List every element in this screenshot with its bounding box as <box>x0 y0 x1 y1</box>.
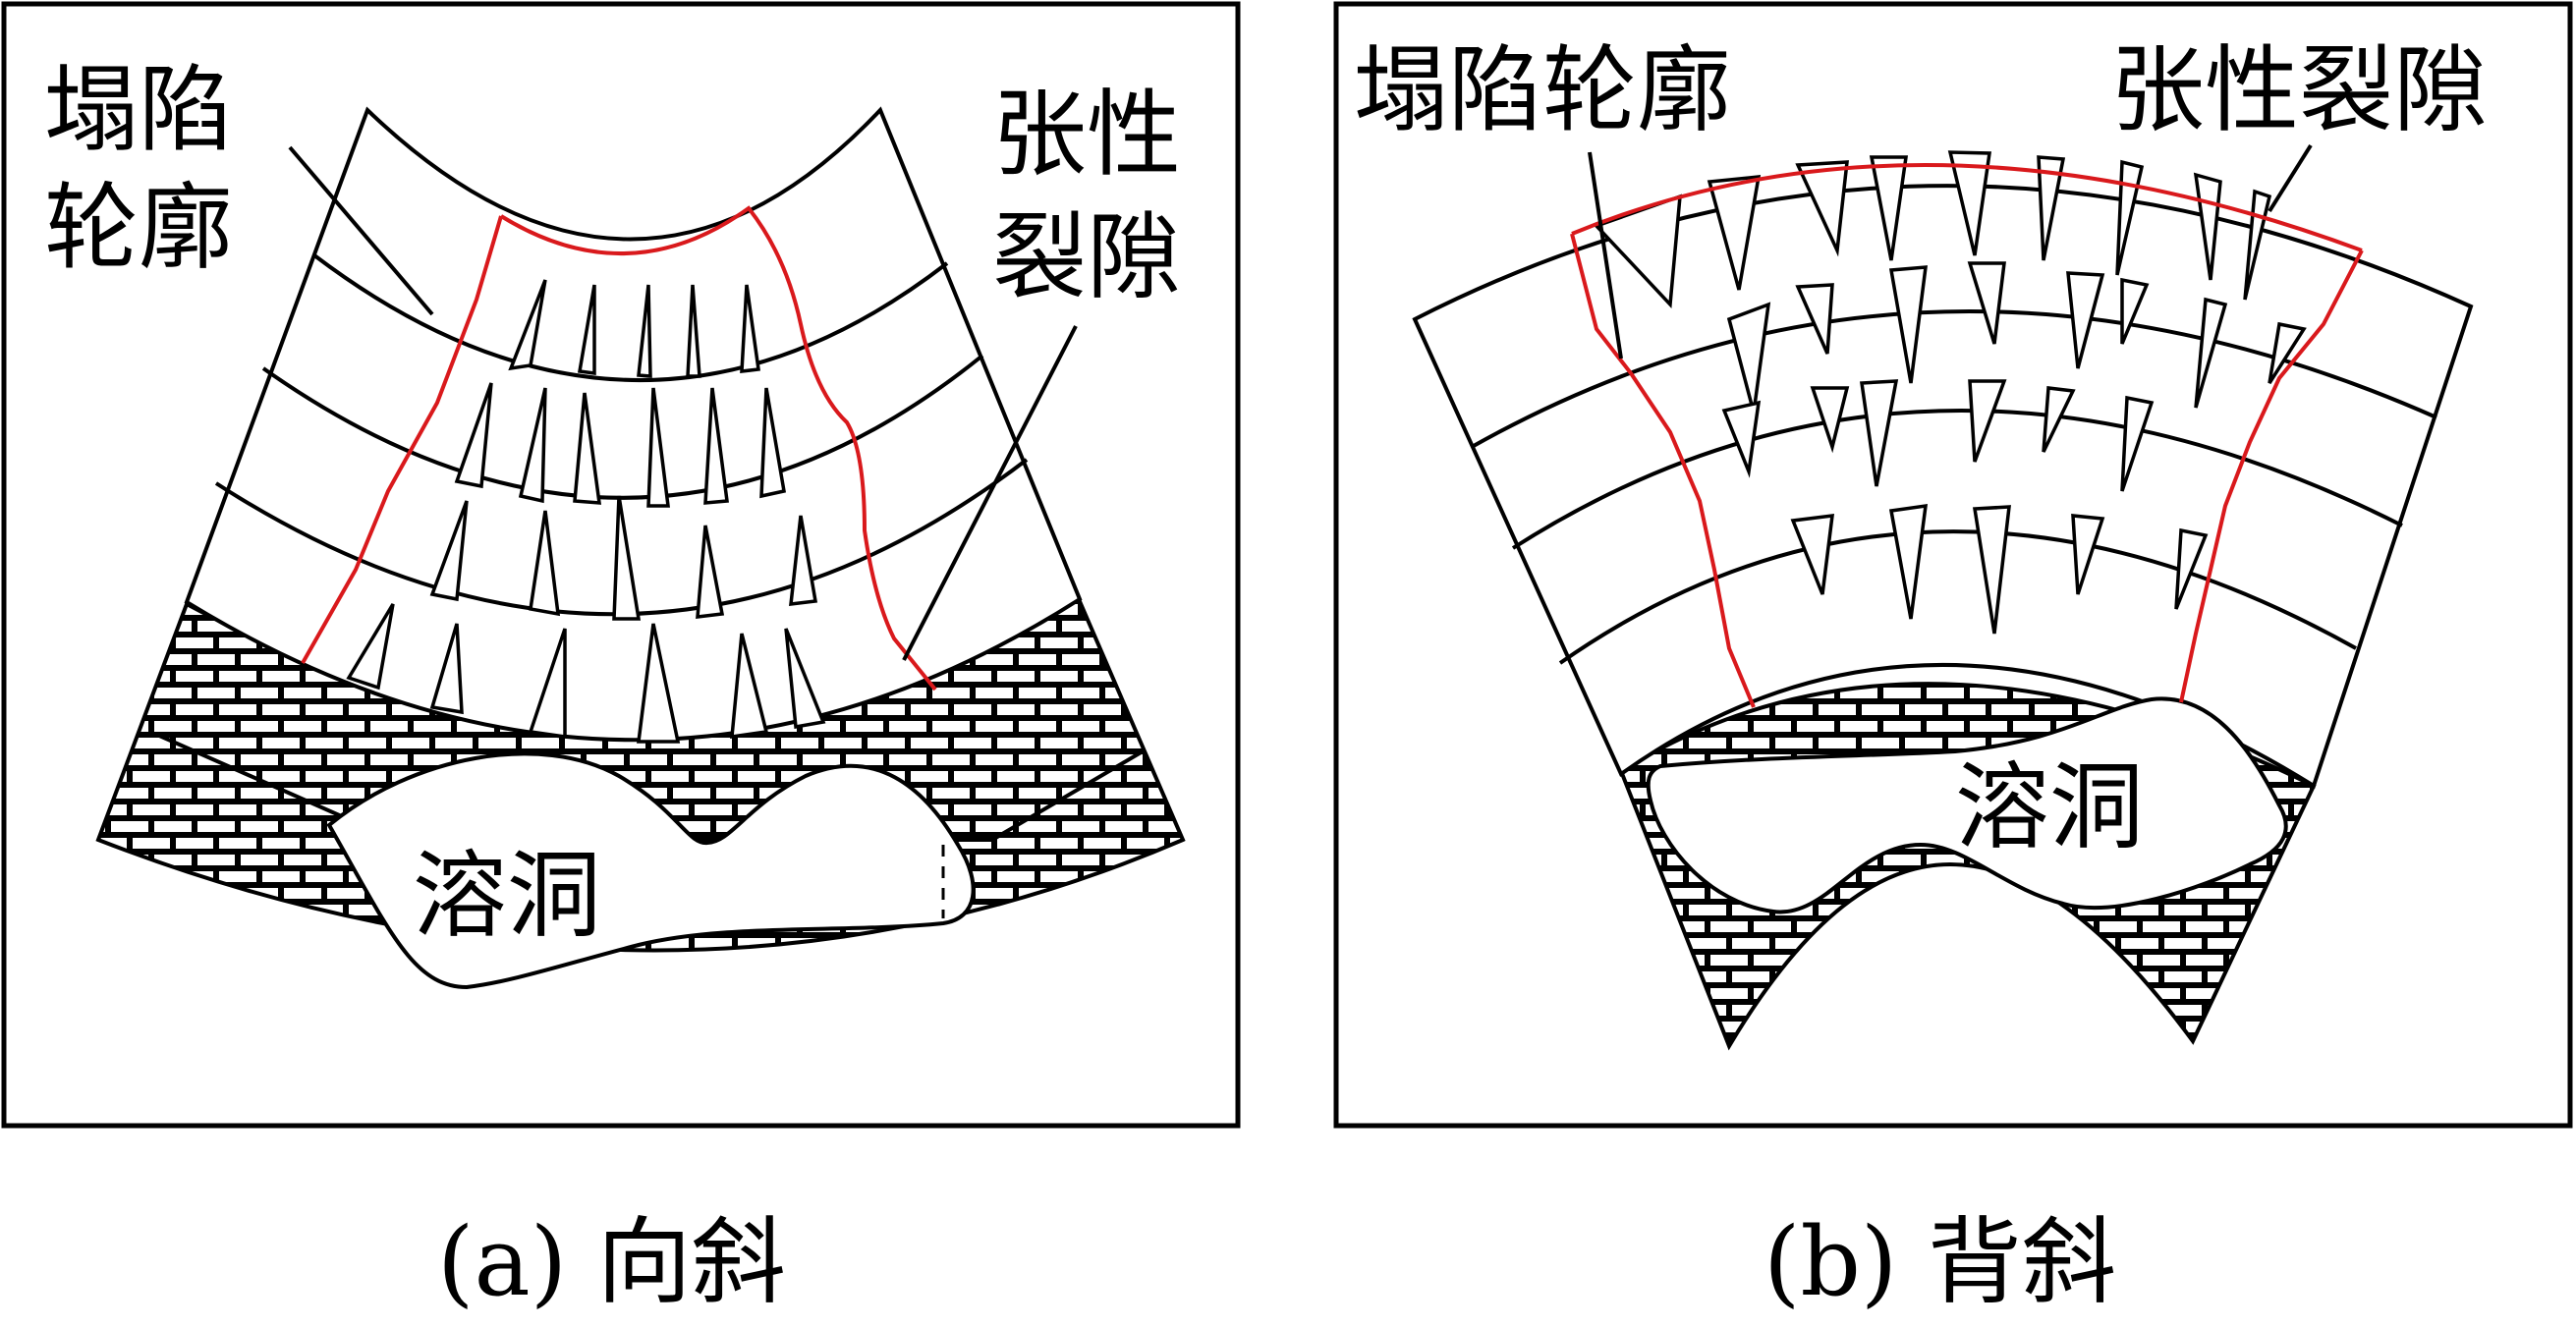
fracture <box>518 387 547 504</box>
fracture <box>1888 265 1929 384</box>
panel-a-collapse-outline-left <box>301 215 503 664</box>
fracture <box>686 284 701 378</box>
panel-b-cave <box>1646 696 2288 914</box>
panel-a-collapse-label-line2: 轮廓 <box>44 173 233 283</box>
fracture <box>2037 155 2066 261</box>
fracture <box>577 284 596 375</box>
fracture <box>573 392 602 505</box>
fracture <box>429 623 464 715</box>
panel-a-fracture-label-line1: 张性 <box>992 80 1181 190</box>
panel-a-cave <box>326 751 976 990</box>
fracture <box>528 628 567 740</box>
panel-a-fracture-label-line2: 裂隙 <box>992 202 1181 312</box>
fracture <box>1968 379 2007 463</box>
fracture <box>2066 271 2105 369</box>
fracture <box>740 284 760 373</box>
panel-b-fracture-label: 张性裂隙 <box>2110 35 2488 145</box>
panel-b-collapse-label: 塌陷轮廓 <box>1354 35 1731 145</box>
fracture <box>703 387 729 505</box>
fracture <box>2174 527 2209 610</box>
panel-a-fracture-leader <box>902 325 1078 661</box>
fracture <box>1721 400 1762 478</box>
panel-b-cave-label: 溶洞 <box>1955 752 2144 862</box>
fracture <box>1790 513 1835 595</box>
panel-a-layer-1 <box>312 253 949 382</box>
panel-b-collapse-leader <box>1588 151 1623 360</box>
panel-a-collapse-label-line1: 塌陷 <box>44 55 233 165</box>
fracture <box>637 284 652 378</box>
fracture <box>1869 155 1909 261</box>
panel-b-collapse-outline-left <box>1570 233 1756 708</box>
fracture <box>2071 514 2105 595</box>
panel-a-strata <box>184 106 1083 743</box>
fracture <box>1947 150 1992 256</box>
panel-a-cave-label: 溶洞 <box>413 841 601 951</box>
fracture <box>784 628 826 730</box>
panel-b-fractures <box>1593 150 2307 635</box>
fracture <box>1859 379 1899 487</box>
fracture <box>759 387 787 499</box>
panel-a-layer-2 <box>261 354 984 500</box>
fracture <box>2268 321 2307 384</box>
panel-b-collapse-outline-right <box>2179 249 2364 703</box>
fracture <box>529 510 561 617</box>
fracture <box>1707 175 1762 291</box>
panel-a: 塌陷 轮廓 张性 裂隙 溶洞 <box>1 1 1241 1129</box>
fracture <box>646 387 670 508</box>
panel-a-caption: (a) 向斜 <box>437 1207 786 1317</box>
panel-b-caption: (b) 背斜 <box>1764 1207 2116 1317</box>
fracture <box>2042 386 2076 453</box>
panel-a-fractures <box>346 279 826 744</box>
fracture <box>637 623 681 744</box>
panel-a-collapse-leader <box>288 145 434 316</box>
fracture <box>1810 386 1850 454</box>
fracture <box>346 603 395 691</box>
fracture <box>508 279 547 371</box>
fracture <box>612 495 642 621</box>
fracture <box>696 525 725 619</box>
panel-b: 塌陷轮廓 张性裂隙 溶洞 <box>1333 1 2573 1129</box>
fracture <box>2115 159 2145 276</box>
fracture <box>1972 505 2011 635</box>
panel-b-layer-2 <box>1511 409 2403 550</box>
fracture <box>454 382 493 489</box>
panel-b-layer-1 <box>1471 309 2437 449</box>
fracture <box>789 515 818 607</box>
fracture <box>1967 261 2006 345</box>
fracture <box>2120 277 2150 345</box>
fracture <box>429 500 469 602</box>
fracture <box>1726 302 1771 414</box>
panel-a-collapse-outline <box>499 205 937 692</box>
panel-b-fracture-leader <box>2268 143 2313 213</box>
fracture <box>1795 160 1849 257</box>
panel-b-layer-3 <box>1558 529 2357 665</box>
panel-b-collapse-outline-top <box>1571 163 2363 252</box>
fracture <box>730 633 769 740</box>
fracture <box>1888 503 1929 620</box>
fracture <box>2120 395 2155 492</box>
fracture <box>1795 283 1834 355</box>
fracture <box>2194 297 2228 409</box>
